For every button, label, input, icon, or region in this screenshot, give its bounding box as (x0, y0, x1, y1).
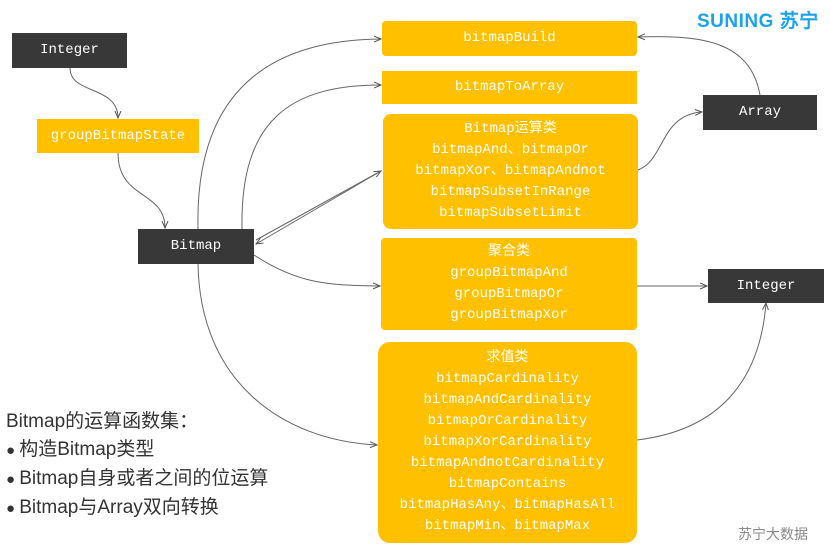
bitmap-node: Bitmap (138, 229, 254, 264)
integer-input-node: Integer (12, 33, 127, 68)
integer-output-node: Integer (708, 269, 824, 303)
arrow-array-to-build (638, 37, 761, 96)
group-bitmap-state-node: groupBitmapState (37, 119, 199, 153)
notes-title: Bitmap的运算函数集： (6, 411, 199, 432)
bitmap-to-array-node: bitmapToArray (382, 71, 637, 104)
arrow-eval-to-integer (636, 303, 766, 441)
note-item: Bitmap自身或者之间的位运算 (19, 468, 269, 489)
arrow-integer-to-state (69, 67, 118, 118)
arrow-ops-to-array (637, 112, 702, 171)
bitmap-build-node: bitmapBuild (382, 21, 637, 56)
suning-logo: SUNING 苏宁 (697, 11, 819, 32)
footer-brand: 苏宁大数据 (738, 527, 808, 543)
array-node: Array (703, 95, 817, 130)
arrow-bitmap-to-agg (253, 254, 380, 286)
arrow-bitmap-to-eval (197, 263, 377, 445)
arrow-state-to-bitmap (117, 152, 165, 228)
note-item: 构造Bitmap类型 (19, 439, 155, 460)
arrow-bitmap-to-build (197, 39, 381, 230)
arrow-bitmap-ops (255, 171, 381, 241)
arrow-bitmap-to-toarray (241, 85, 381, 230)
note-item: Bitmap与Array双向转换 (19, 497, 219, 518)
notes: Bitmap的运算函数集： 构造Bitmap类型 Bitmap自身或者之间的位运… (6, 408, 268, 523)
